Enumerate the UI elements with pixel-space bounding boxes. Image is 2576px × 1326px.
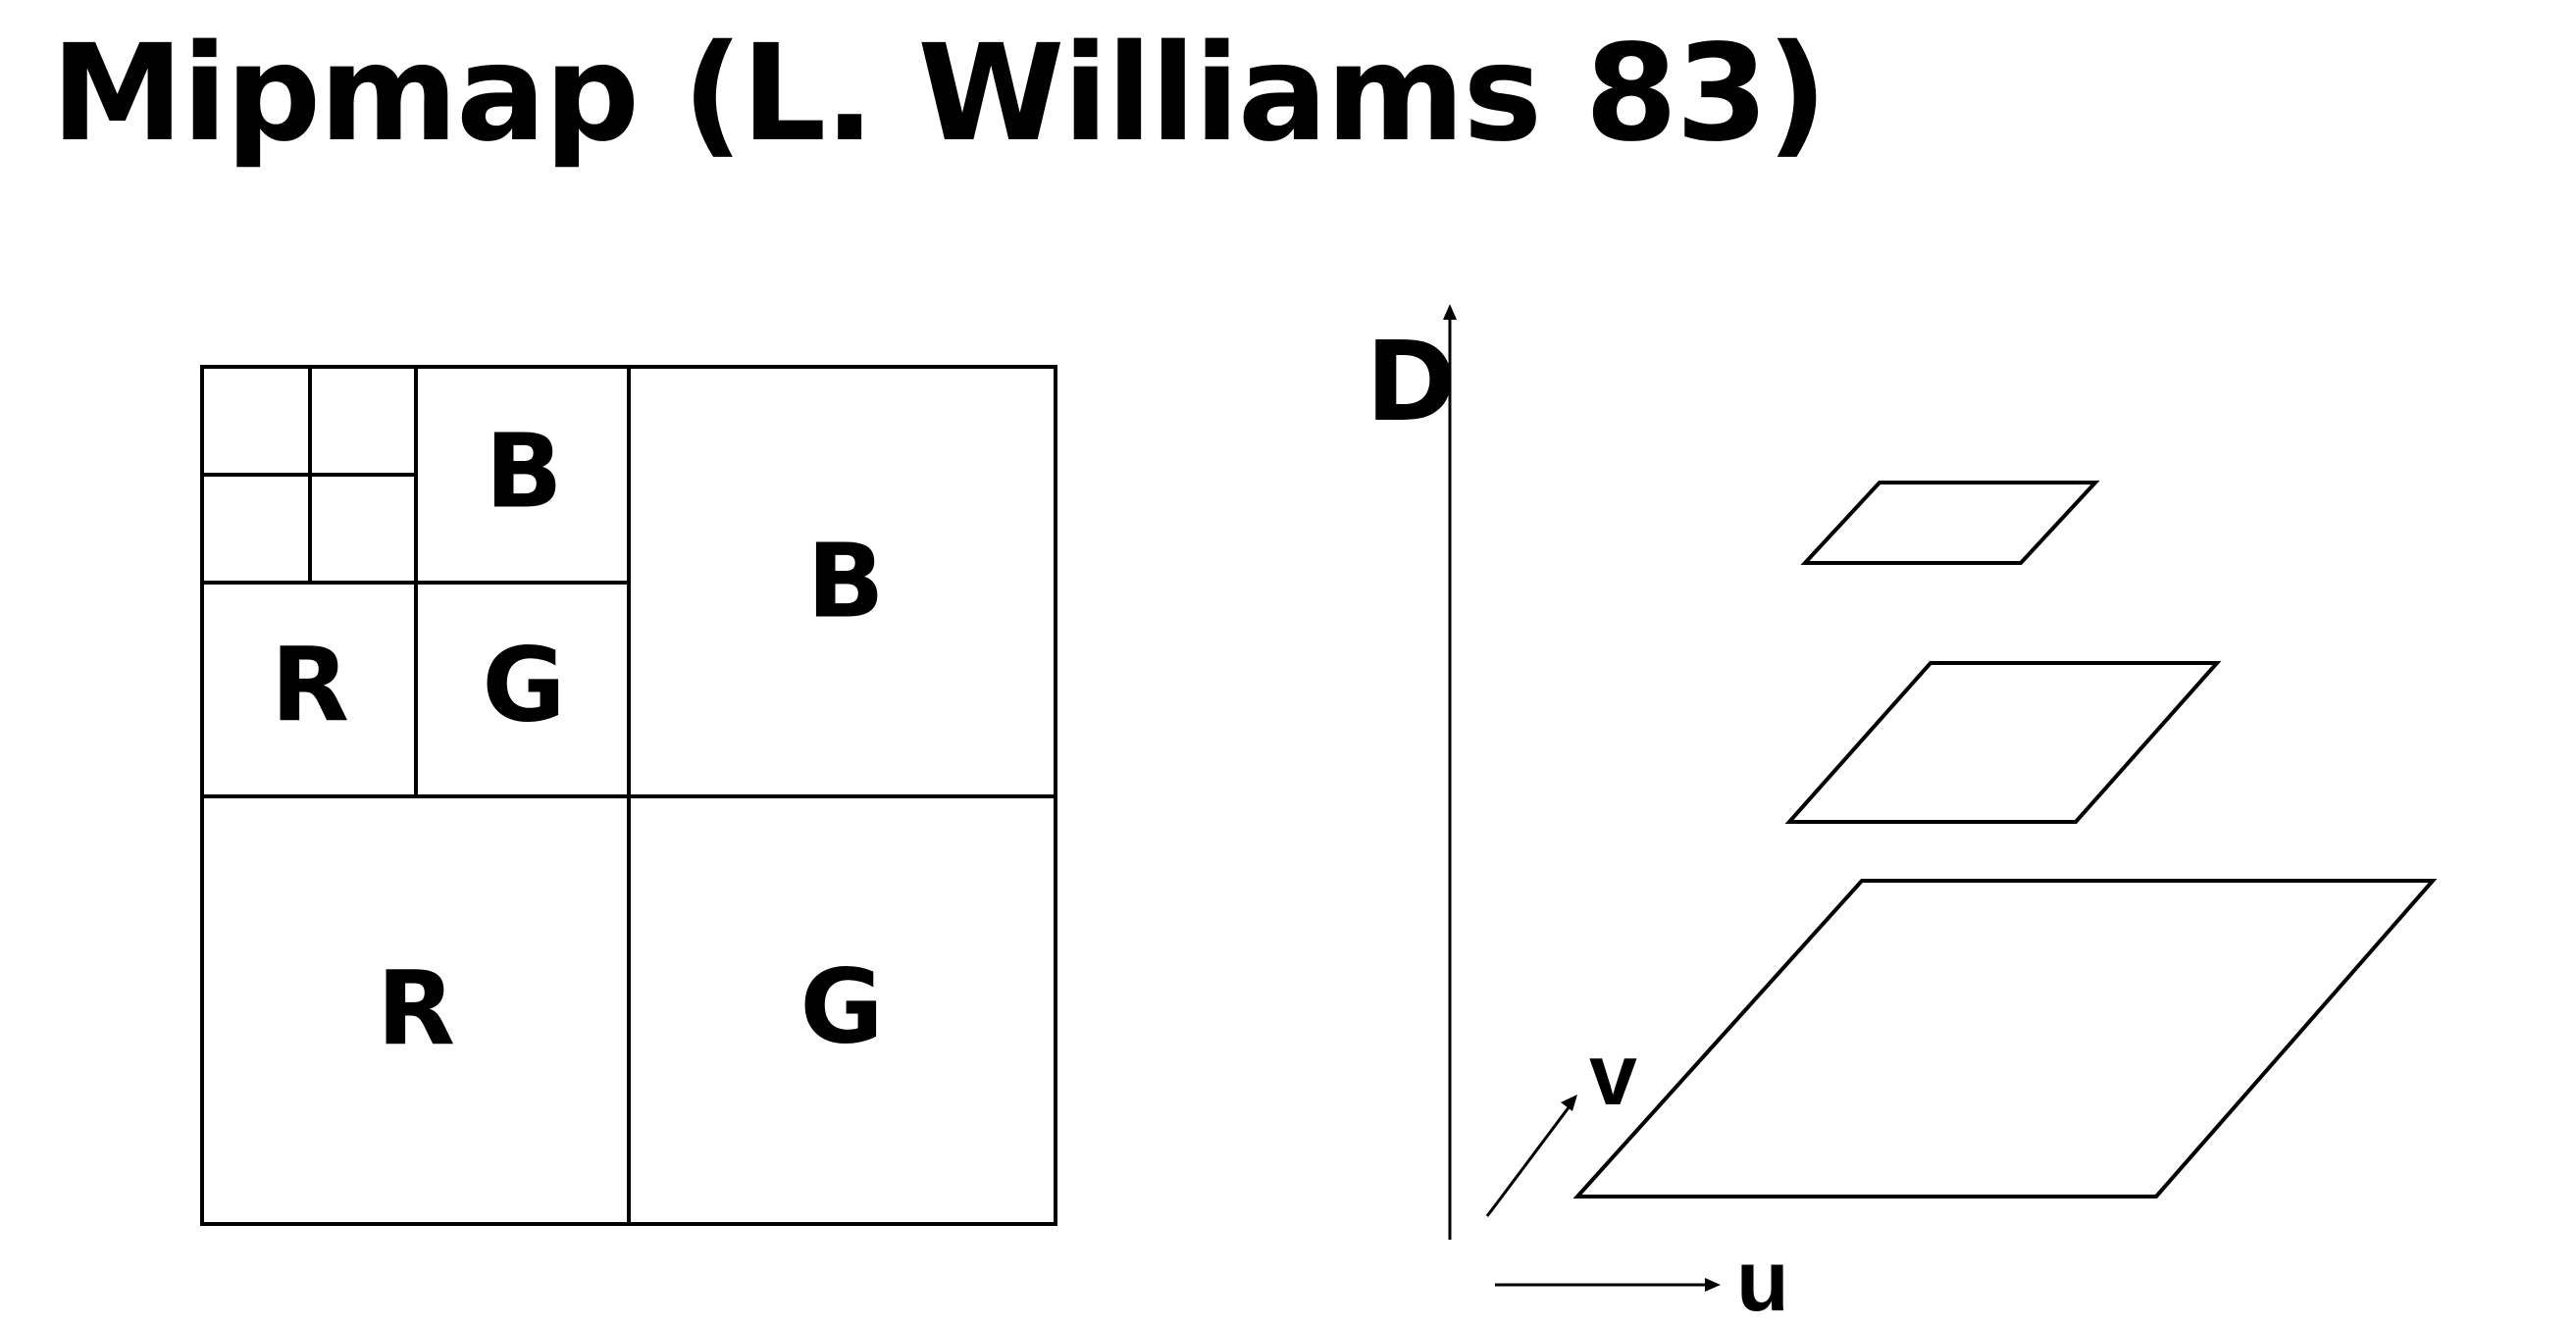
level1-red-label: R — [271, 625, 349, 744]
level1-green-label: G — [482, 625, 565, 744]
image-pyramid: D v u — [1365, 304, 2438, 1326]
axis-v-label: v — [1589, 1026, 1637, 1123]
level0-blue-label: B — [806, 521, 884, 640]
axis-d-label: D — [1365, 319, 1457, 446]
axis-d-arrowhead — [1443, 304, 1457, 320]
axis-v-arrowhead — [1561, 1095, 1577, 1111]
slide-title: Mipmap (L. Williams 83) — [51, 17, 1828, 172]
level0-green-label: G — [799, 946, 883, 1066]
axis-u-label: u — [1736, 1232, 1789, 1326]
mipmap-cell-labels: B R G B R G — [271, 411, 885, 1068]
level1-blue-label: B — [485, 411, 562, 531]
pyramid-level-small — [1800, 481, 2100, 565]
axis-u-arrowhead — [1705, 1278, 1721, 1292]
level0-red-label: R — [377, 948, 455, 1068]
axis-v-line — [1485, 1105, 1571, 1217]
mipmap-memory-layout — [200, 365, 1057, 1226]
pyramid-level-medium — [1784, 661, 2222, 824]
pyramid-level-large — [1572, 879, 2438, 1198]
